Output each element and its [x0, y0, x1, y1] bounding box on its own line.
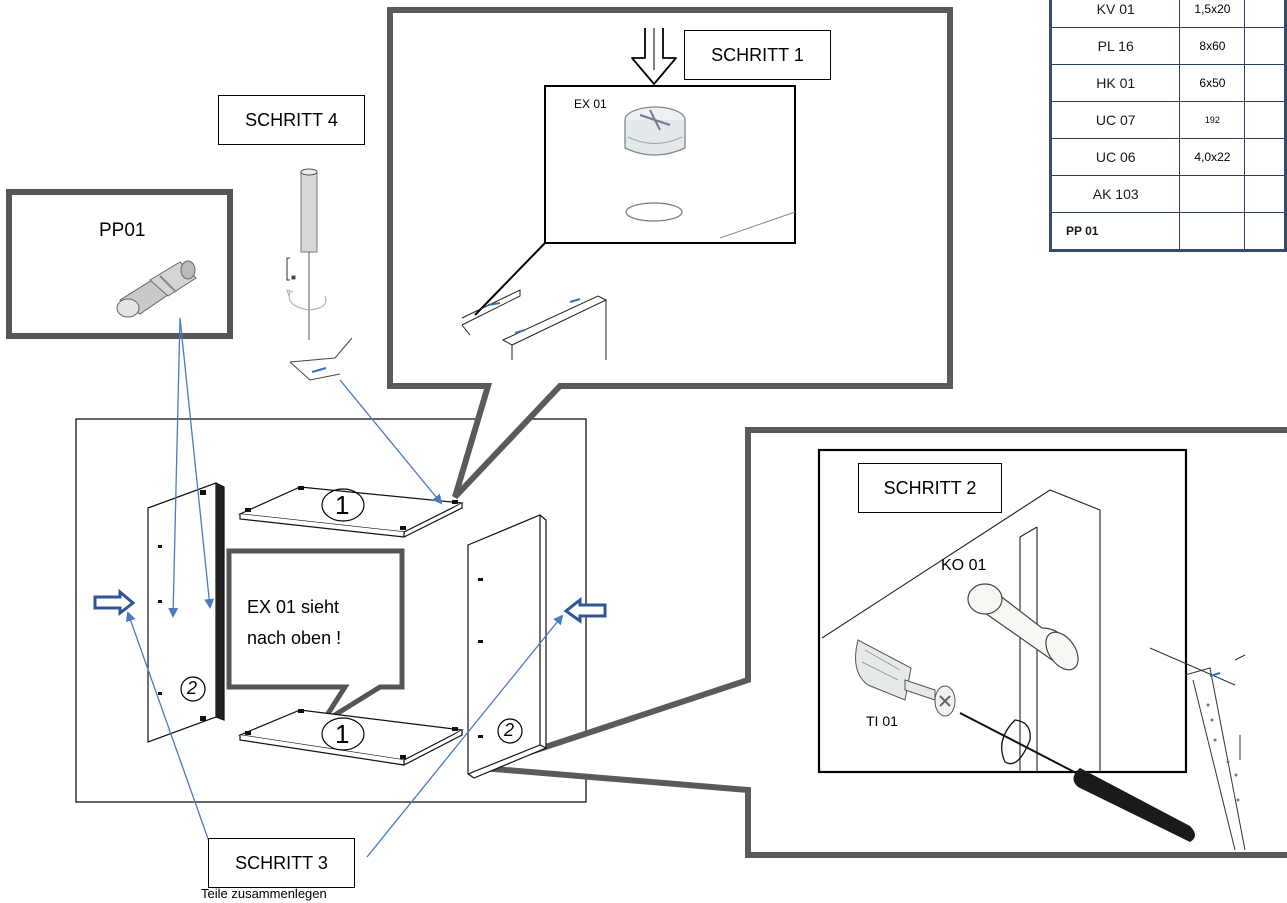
step3-label: SCHRITT 3 [208, 838, 355, 888]
panel-number-top: 1 [335, 490, 350, 520]
part-size: 6x50 [1179, 64, 1246, 102]
panel-number-bottom: 1 [335, 719, 350, 749]
part-code: KV 01 [1049, 0, 1181, 28]
screwdriver-step2-icon [959, 712, 1195, 842]
panel-number-right: 2 [504, 720, 515, 740]
step3-caption: Teile zusammenlegen [201, 886, 327, 901]
step4-pointer [339, 379, 443, 505]
part-code: HK 01 [1049, 64, 1181, 102]
step3-pointer-left [125, 611, 213, 851]
panel-number-circle-bottom [321, 717, 365, 751]
part-size [1179, 175, 1246, 213]
right-push-arrow [563, 596, 607, 624]
ko01-label: KO 01 [941, 557, 987, 574]
callout-line2: nach oben ! [247, 628, 342, 648]
step1-panel-sketch [461, 289, 608, 360]
table-row: UC 07 192 [1049, 101, 1286, 139]
part-size: 1,5x20 [1179, 0, 1246, 28]
part-code: PP 01 [1049, 212, 1181, 251]
ex01-cam-lock-icon [624, 106, 686, 156]
step2-side-panel-sketch [1149, 647, 1246, 851]
panel-number-left: 2 [187, 678, 198, 698]
part-code: AK 103 [1049, 175, 1181, 213]
step3-pointer-right [366, 614, 564, 858]
part-extra [1244, 175, 1286, 213]
top-shelf-panel [237, 486, 465, 538]
pp01-title: PP01 [99, 220, 146, 241]
part-extra [1244, 212, 1286, 251]
part-code: UC 06 [1049, 138, 1181, 176]
step1-zoom-frame [387, 7, 953, 500]
left-side-panel [147, 482, 225, 743]
pp01-pointer-2 [179, 317, 215, 609]
part-extra [1244, 101, 1286, 139]
table-row: HK 01 6x50 [1049, 64, 1286, 102]
callout-line1: EX 01 sieht [247, 597, 340, 617]
left-push-arrow [93, 588, 136, 617]
step4-label: SCHRITT 4 [218, 95, 365, 145]
panel-number-circle-left [180, 676, 206, 702]
part-size: 8x60 [1179, 27, 1246, 65]
table-row: AK 103 [1049, 175, 1286, 213]
step1-label: SCHRITT 1 [684, 30, 831, 80]
panel-number-circle-right [497, 718, 523, 744]
step2-label: SCHRITT 2 [858, 463, 1002, 513]
part-size: 4,0x22 [1179, 138, 1246, 176]
parts-table: KV 01 1,5x20 PL 16 8x60 HK 01 6x50 UC 07… [1049, 0, 1287, 252]
panel-number-circle-top [321, 488, 365, 522]
part-size: 192 [1179, 101, 1246, 139]
table-row: PL 16 8x60 [1049, 27, 1286, 65]
ti01-screw-icon [855, 639, 956, 717]
right-side-panel [467, 514, 547, 779]
screwdriver-step4-icon [286, 168, 353, 381]
part-code: UC 07 [1049, 101, 1181, 139]
part-extra [1244, 64, 1286, 102]
ti01-label: TI 01 [866, 713, 898, 729]
part-size [1179, 212, 1246, 251]
table-row: KV 01 1,5x20 [1049, 0, 1286, 28]
part-code: PL 16 [1049, 27, 1181, 65]
bottom-shelf-panel [237, 709, 464, 766]
part-extra [1244, 27, 1286, 65]
table-row: UC 06 4,0x22 [1049, 138, 1286, 176]
pp01-pin-icon [116, 260, 197, 318]
part-extra [1244, 0, 1286, 28]
table-row: PP 01 [1049, 212, 1286, 251]
ko01-dowel-icon [967, 583, 1079, 671]
cam-hole-icon [625, 202, 683, 222]
ex01-label: EX 01 [574, 97, 607, 111]
pp01-pointer-1 [168, 317, 181, 618]
part-extra [1244, 138, 1286, 176]
ex01-speech-callout [226, 548, 405, 726]
